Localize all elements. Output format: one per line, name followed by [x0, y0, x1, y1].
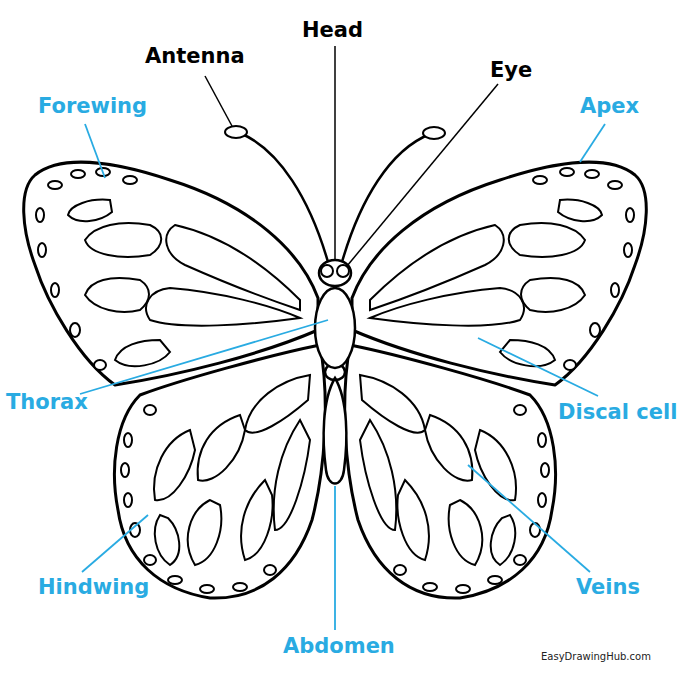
antenna-club — [225, 126, 247, 138]
part-label: Forewing — [38, 96, 147, 117]
leader-lines-blue — [80, 124, 605, 630]
part-label: Head — [302, 20, 363, 41]
part-label: Abdomen — [283, 636, 395, 657]
watermark: EasyDrawingHub.com — [541, 652, 651, 662]
leader-lines-black — [205, 46, 498, 266]
eye-shape — [321, 265, 333, 277]
right-wings — [345, 162, 647, 598]
part-label: Discal cell — [558, 402, 677, 423]
thorax-shape — [315, 288, 355, 368]
part-label: Eye — [490, 60, 532, 81]
head-shape — [319, 260, 351, 286]
abdomen-shape — [324, 378, 347, 484]
eye-shape — [337, 265, 349, 277]
part-label: Apex — [580, 96, 639, 117]
left-wings — [24, 162, 326, 598]
part-label: Veins — [576, 577, 640, 598]
part-label: Antenna — [145, 46, 245, 67]
part-label: Hindwing — [38, 577, 149, 598]
part-label: Thorax — [6, 392, 88, 413]
antenna-club — [423, 127, 445, 139]
